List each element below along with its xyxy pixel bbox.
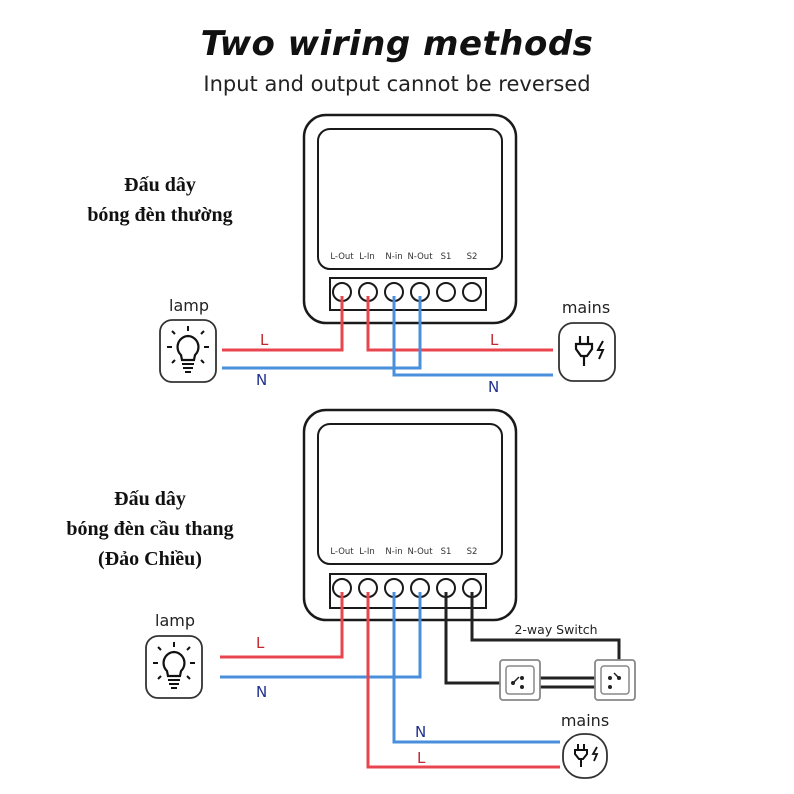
lamp-neutral-label: N bbox=[256, 371, 267, 389]
method1-caption-line2: bóng đèn thường bbox=[87, 204, 233, 226]
mains-live-label: L bbox=[490, 331, 499, 349]
wire-lamp-neutral bbox=[222, 296, 422, 370]
wire-mains-neutral bbox=[392, 296, 553, 377]
mains-live-label: L bbox=[417, 749, 426, 767]
wire-s1-to-switch bbox=[444, 592, 513, 685]
terminal-label-n-in: N-in bbox=[385, 547, 402, 557]
terminal-label-n-out: N-Out bbox=[407, 252, 433, 262]
method1-caption: Đấu dây bóng đèn thường bbox=[60, 170, 260, 230]
light-bulb-icon bbox=[159, 319, 217, 383]
method1-relay-module: L-Out L-In N-in N-Out S1 S2 bbox=[302, 113, 518, 325]
terminal-label-l-out: L-Out bbox=[330, 547, 354, 557]
method1-wires bbox=[222, 296, 553, 377]
mains-label: mains bbox=[561, 711, 609, 730]
method1-group: L-Out L-In N-in N-Out S1 S2 L bbox=[159, 113, 616, 396]
two-way-switch-right bbox=[594, 659, 636, 701]
method2-caption-line1: Đấu dây bbox=[114, 488, 186, 510]
diagram-title: Two wiring methods bbox=[200, 24, 594, 64]
terminal-label-n-out: N-Out bbox=[407, 547, 433, 557]
wire-mains-neutral bbox=[392, 592, 560, 744]
light-bulb-icon bbox=[145, 635, 203, 699]
wire-mains-live bbox=[366, 592, 560, 769]
terminal-label-l-in: L-In bbox=[359, 547, 375, 557]
two-way-switch-left bbox=[499, 659, 541, 701]
terminal-labels: L-Out L-In N-in N-Out S1 S2 bbox=[330, 252, 477, 262]
terminal-screw-s2 bbox=[462, 282, 482, 302]
method2-caption-line3: (Đảo Chiều) bbox=[98, 548, 202, 570]
terminal-screw-s1 bbox=[436, 282, 456, 302]
method2-caption-line2: bóng đèn cầu thang bbox=[66, 518, 234, 540]
module-inner-panel bbox=[317, 128, 503, 270]
power-plug-icon bbox=[562, 733, 608, 779]
mains-neutral-label: N bbox=[415, 723, 426, 741]
method1-caption-line1: Đấu dây bbox=[124, 174, 196, 196]
mains-neutral-label: N bbox=[488, 378, 499, 396]
terminal-label-l-in: L-In bbox=[359, 252, 375, 262]
terminal-block bbox=[329, 277, 487, 311]
mains-label: mains bbox=[562, 298, 610, 317]
two-way-switch-label: 2-way Switch bbox=[514, 622, 597, 637]
terminal-labels: L-Out L-In N-in N-Out S1 S2 bbox=[330, 547, 477, 557]
wire-s2-to-switch bbox=[470, 592, 621, 678]
power-plug-icon bbox=[558, 322, 616, 382]
terminal-label-s2: S2 bbox=[467, 252, 478, 262]
terminal-block bbox=[329, 573, 487, 609]
method2-wires bbox=[220, 592, 621, 769]
wire-lamp-neutral bbox=[220, 592, 422, 679]
lamp-live-label: L bbox=[260, 331, 269, 349]
wire-mains-live bbox=[366, 296, 553, 352]
terminal-label-l-out: L-Out bbox=[330, 252, 354, 262]
lamp-live-label: L bbox=[256, 634, 265, 652]
terminal-label-s1: S1 bbox=[441, 547, 452, 557]
lamp-label: lamp bbox=[155, 611, 195, 630]
wire-lamp-live bbox=[222, 296, 344, 352]
terminal-label-s1: S1 bbox=[441, 252, 452, 262]
method2-relay-module: L-Out L-In N-in N-Out S1 S2 bbox=[302, 408, 518, 622]
terminal-screws bbox=[332, 282, 482, 302]
method2-group: L-Out L-In N-in N-Out S1 S2 bbox=[145, 408, 636, 779]
lamp-label: lamp bbox=[169, 296, 209, 315]
terminal-label-s2: S2 bbox=[467, 547, 478, 557]
lamp-neutral-label: N bbox=[256, 683, 267, 701]
method2-caption: Đấu dây bóng đèn cầu thang (Đảo Chiều) bbox=[40, 484, 260, 574]
module-inner-panel bbox=[317, 423, 503, 565]
diagram-subtitle: Input and output cannot be reversed bbox=[203, 72, 591, 96]
terminal-label-n-in: N-in bbox=[385, 252, 402, 262]
wire-lamp-live bbox=[220, 592, 344, 659]
